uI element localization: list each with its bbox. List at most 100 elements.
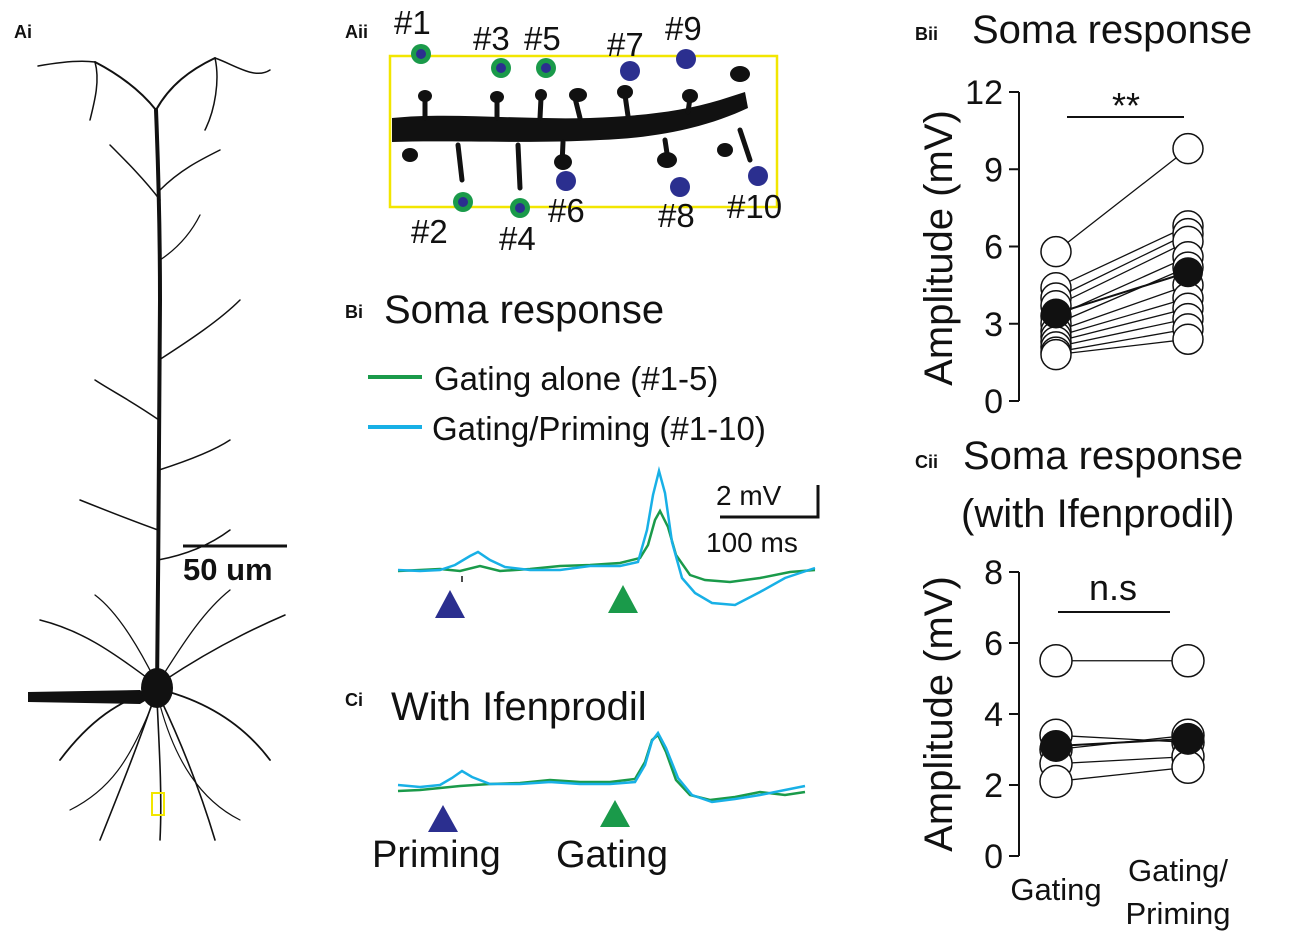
y-tick-label: 0 <box>984 383 1003 421</box>
spine-markers <box>411 44 768 218</box>
trace-gating-alone <box>397 508 816 584</box>
panel-label-bi: Bi <box>345 302 363 322</box>
scale-bar-voltage: 2 mV <box>716 480 782 511</box>
trace-ifen-gating <box>397 733 806 802</box>
spine-label-10: #10 <box>727 188 782 225</box>
cii-signif-label: n.s <box>1089 567 1137 608</box>
data-point-gating-priming <box>1171 750 1205 784</box>
dendrite-image <box>392 66 753 191</box>
priming-arrowhead-bi <box>435 590 465 618</box>
priming-label: Priming <box>372 834 501 876</box>
panel-label-aii: Aii <box>345 22 368 42</box>
priming-arrowhead-ci <box>428 805 458 832</box>
pair-line <box>1055 225 1189 289</box>
pair-line <box>1055 734 1189 744</box>
data-point-gating <box>1040 235 1072 268</box>
scale-bar-bi <box>720 485 820 519</box>
cii-ticks: 0 2 4 6 8 <box>984 554 1019 876</box>
pair-line <box>1055 240 1189 307</box>
pair-line <box>1055 755 1189 765</box>
spine-label-1: #1 <box>394 4 431 41</box>
spine-label-6: #6 <box>548 192 585 229</box>
cii-title-line1: Soma response <box>963 434 1243 478</box>
roi-box <box>151 792 165 816</box>
mean-point-gating-priming <box>1172 722 1204 755</box>
data-point-gating-priming <box>1172 132 1204 165</box>
axon <box>28 690 150 704</box>
bi-title: Soma response <box>384 288 664 332</box>
spine-label-8: #8 <box>658 197 695 234</box>
spine-marker-10 <box>748 166 768 186</box>
pair-line <box>1055 307 1189 343</box>
mean-point-gating <box>1040 729 1072 762</box>
pair-line <box>1055 148 1189 253</box>
pair-line <box>1055 297 1189 338</box>
cii-xtick-gating: Gating <box>1010 872 1101 907</box>
mean-point-gating <box>1041 298 1071 329</box>
spine-label-5: #5 <box>524 20 561 57</box>
soma <box>141 668 173 708</box>
panel-label-bii: Bii <box>915 24 938 44</box>
pair-line <box>1055 284 1189 333</box>
y-tick-label: 6 <box>984 229 1003 267</box>
spine-marker-9 <box>676 49 696 69</box>
bii-data-points <box>1040 132 1204 371</box>
data-point-gating <box>1040 338 1072 371</box>
panel-label-cii: Cii <box>915 452 938 472</box>
scale-bar-label: 50 um <box>183 552 273 587</box>
pair-line <box>1055 317 1189 348</box>
spine-label-9: #9 <box>665 10 702 47</box>
cii-title-line2: (with Ifenprodil) <box>961 492 1234 536</box>
y-tick-label: 6 <box>984 625 1003 663</box>
cii-xtick-gating-priming-line1: Gating/ <box>1128 853 1228 888</box>
mean-line <box>1055 737 1189 747</box>
y-tick-label: 2 <box>984 767 1003 805</box>
cii-ylabel: Amplitude (mV) <box>917 576 961 852</box>
panel-label-ai: Ai <box>14 22 32 42</box>
y-tick-label: 9 <box>984 151 1003 189</box>
y-tick-label: 3 <box>984 306 1003 344</box>
spine-marker-6 <box>556 171 576 191</box>
bii-ticks: 0 3 6 9 12 <box>965 74 1019 421</box>
y-tick-label: 4 <box>984 696 1003 734</box>
gating-arrowhead-ci <box>600 800 630 827</box>
bii-ylabel: Amplitude (mV) <box>917 110 961 386</box>
trace-ifen-priming <box>397 730 806 804</box>
spine-marker-7 <box>620 61 640 81</box>
mean-line <box>1055 271 1189 315</box>
spine-label-7: #7 <box>607 26 644 63</box>
y-tick-label: 12 <box>965 74 1003 112</box>
spine-label-2: #2 <box>411 213 448 250</box>
data-point-gating <box>1039 764 1073 799</box>
spine-labels: #1 #2 #3 #4 #5 #6 #7 #8 #9 #10 <box>394 4 782 257</box>
panel-label-ci: Ci <box>345 690 363 710</box>
dendrite-roi-frame <box>388 54 779 209</box>
spine-marker-8 <box>670 177 690 197</box>
cii-data-points <box>1039 644 1205 799</box>
bii-signif-label: ** <box>1112 85 1140 126</box>
data-point-gating-priming <box>1172 323 1204 355</box>
pair-line <box>1055 338 1189 356</box>
neuron-morphology <box>37 57 286 841</box>
bii-title: Soma response <box>972 8 1252 52</box>
pair-line <box>1055 328 1189 353</box>
mean-point-gating-priming <box>1173 257 1203 288</box>
pair-line <box>1055 233 1189 299</box>
cii-xtick-gating-priming-line2: Priming <box>1125 896 1230 931</box>
data-point-gating <box>1039 644 1073 678</box>
pair-line <box>1055 766 1189 783</box>
legend-label-gating: Gating alone (#1-5) <box>434 360 718 397</box>
y-tick-label: 0 <box>984 838 1003 876</box>
pair-line <box>1055 266 1189 325</box>
ci-title: With Ifenprodil <box>391 685 647 729</box>
data-point-gating-priming <box>1171 644 1205 678</box>
y-tick-label: 8 <box>984 554 1003 592</box>
gating-arrowhead-bi <box>608 585 638 613</box>
trace-gating-priming <box>397 466 816 607</box>
gating-label: Gating <box>556 834 668 876</box>
scale-bar-time: 100 ms <box>706 527 798 558</box>
spine-label-3: #3 <box>473 20 510 57</box>
legend-label-priming: Gating/Priming (#1-10) <box>432 410 766 447</box>
spine-label-4: #4 <box>499 220 536 257</box>
